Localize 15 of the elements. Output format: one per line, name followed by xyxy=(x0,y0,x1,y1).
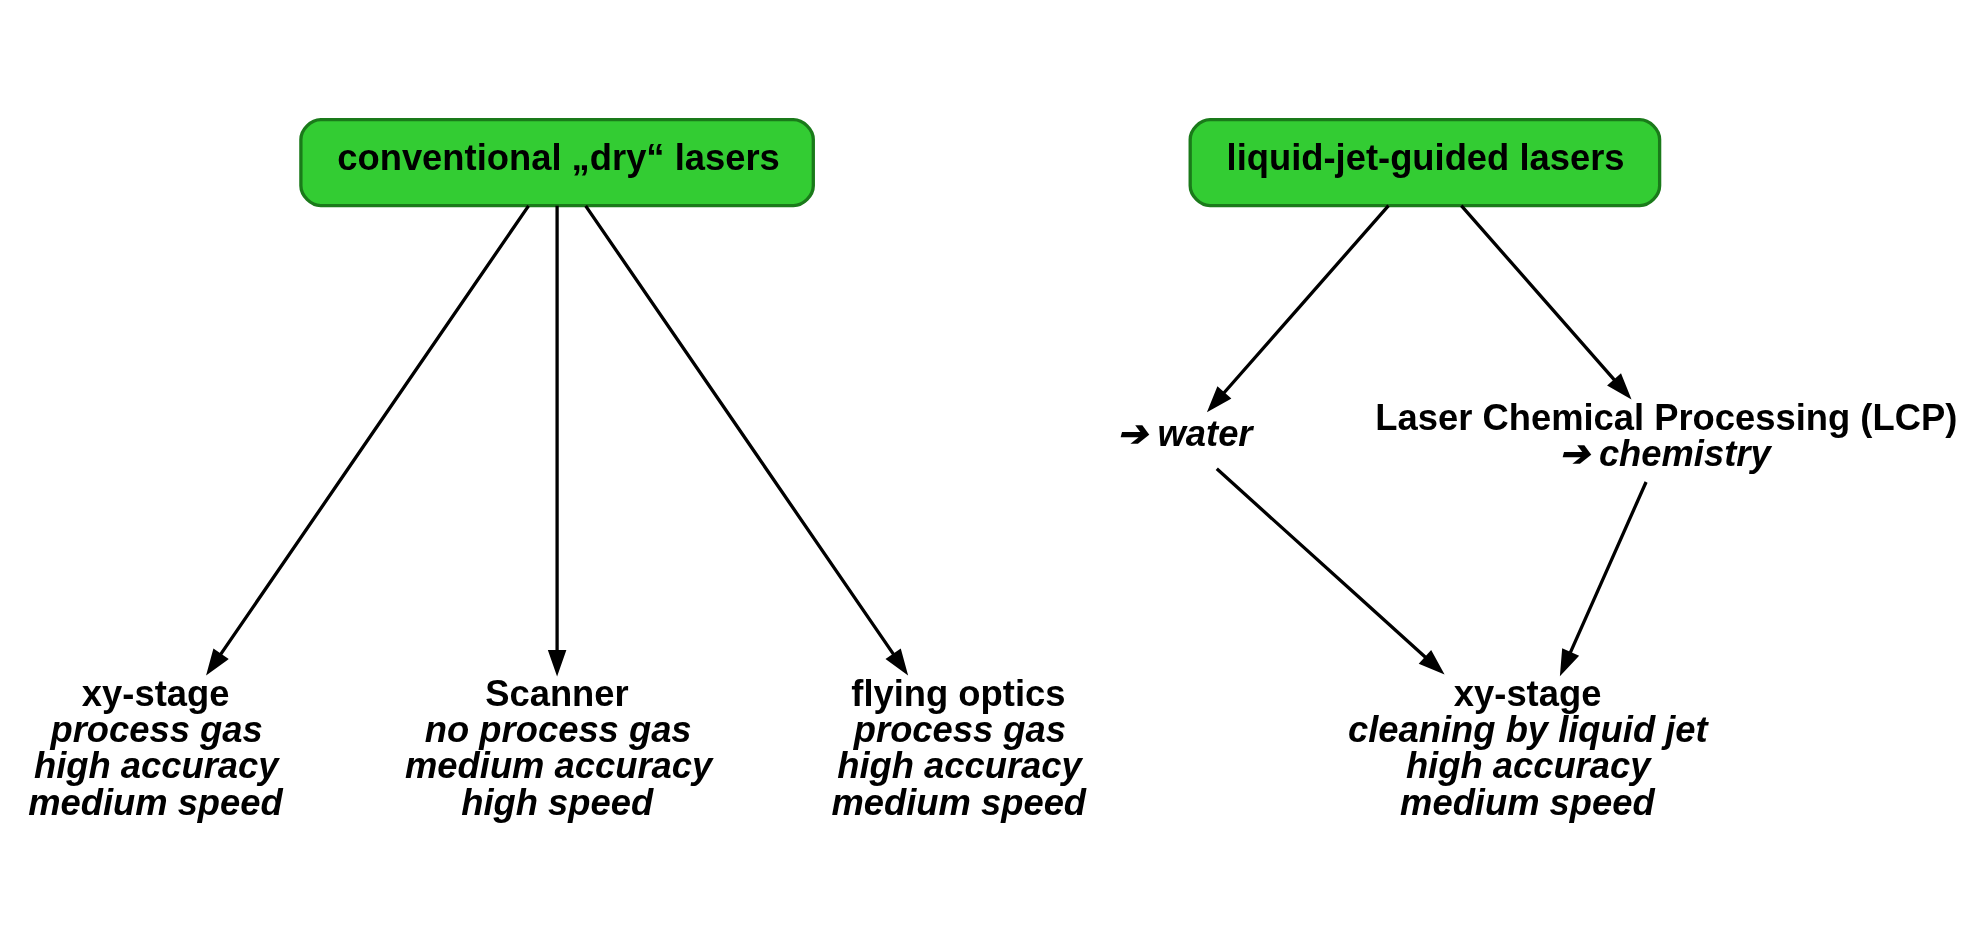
arrow xyxy=(1215,467,1445,675)
node-text: flying optics process gas high accuracy medium speed xyxy=(831,672,1087,823)
arrow xyxy=(547,205,567,677)
node-text: Laser Chemical Processing (LCP) ➔ chemistry xyxy=(1375,396,1958,475)
arrow xyxy=(584,204,909,676)
arrow xyxy=(206,204,530,676)
node-box: conventional „dry“ lasers xyxy=(299,117,815,208)
node-text: xy-stage cleaning by liquid jet high accuracy medium speed xyxy=(1348,672,1708,823)
arrow xyxy=(1206,204,1390,413)
arrow xyxy=(1559,481,1648,677)
node-text: xy-stage process gas high accuracy medium speed xyxy=(28,672,283,823)
arrow xyxy=(1460,204,1632,400)
node-text: ➔ water xyxy=(1117,413,1253,455)
node-box: liquid-jet-guided lasers xyxy=(1188,117,1662,208)
node-text: Scanner no process gas medium accuracy high speed xyxy=(405,672,713,823)
